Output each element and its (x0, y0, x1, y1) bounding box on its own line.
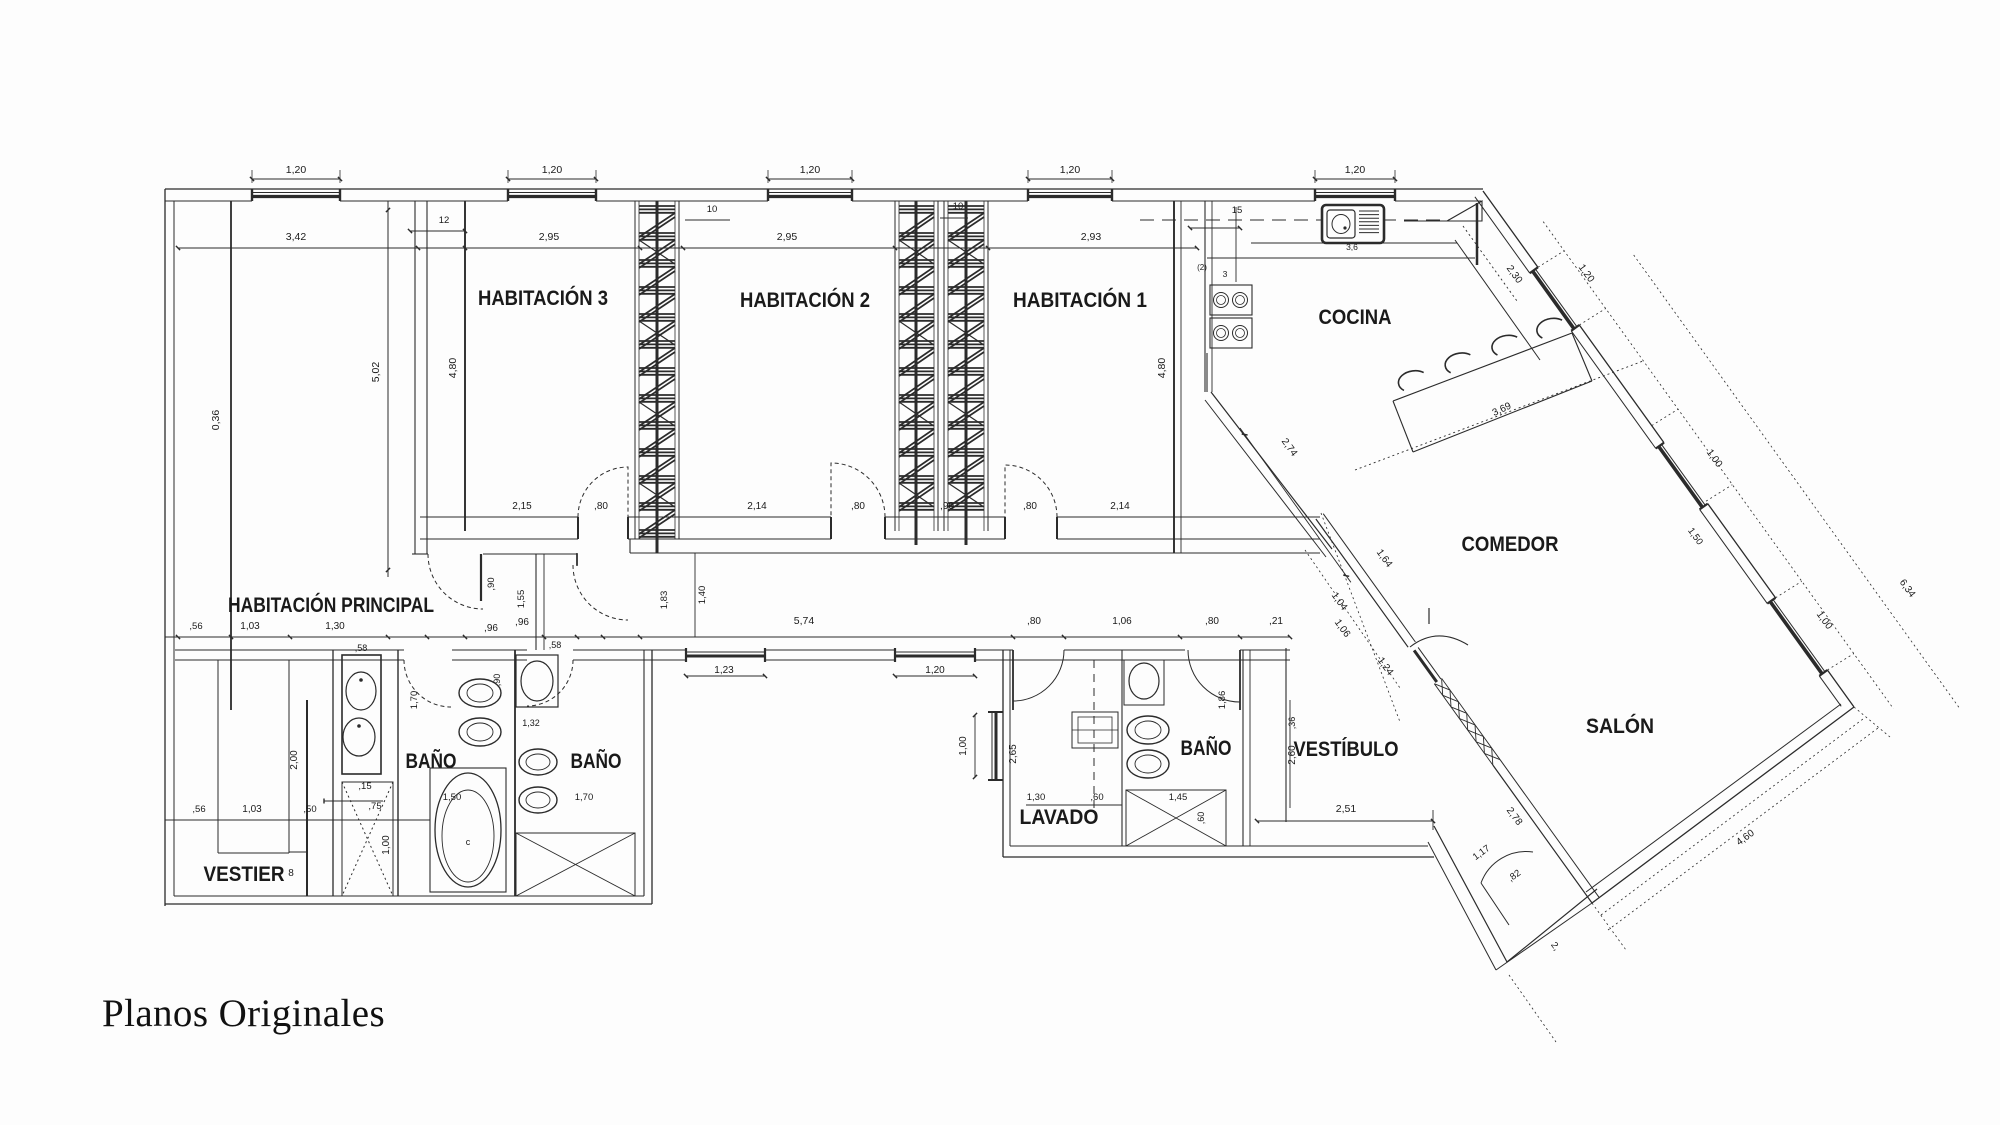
svg-text:HABITACIÓN 2: HABITACIÓN 2 (740, 288, 870, 312)
svg-text:8: 8 (288, 868, 294, 879)
svg-text:HABITACIÓN 1: HABITACIÓN 1 (1013, 288, 1147, 312)
svg-text:BAÑO: BAÑO (571, 750, 622, 773)
svg-text:1,20: 1,20 (286, 164, 307, 176)
svg-text:1,20: 1,20 (925, 665, 945, 676)
svg-text:2,51: 2,51 (1336, 803, 1357, 815)
svg-text:2,14: 2,14 (1110, 501, 1130, 512)
svg-text:COMEDOR: COMEDOR (1462, 533, 1559, 556)
svg-text:,21: ,21 (1269, 616, 1283, 627)
svg-text:4,80: 4,80 (1156, 358, 1168, 379)
svg-text:c: c (466, 837, 471, 847)
svg-text:,75: ,75 (368, 801, 381, 812)
svg-text:2,95: 2,95 (777, 231, 798, 243)
svg-text:VESTÍBULO: VESTÍBULO (1294, 738, 1399, 761)
svg-text:12: 12 (439, 215, 450, 226)
svg-text:HABITACIÓN 3: HABITACIÓN 3 (478, 286, 608, 310)
svg-text:1,20: 1,20 (1345, 164, 1366, 176)
svg-text:3,42: 3,42 (286, 231, 307, 243)
svg-text:COCINA: COCINA (1319, 306, 1392, 329)
svg-text:1,20: 1,20 (800, 164, 821, 176)
svg-text:,58: ,58 (355, 643, 368, 653)
svg-text:10: 10 (707, 204, 718, 215)
svg-text:1,06: 1,06 (1112, 616, 1132, 627)
svg-text:1,55: 1,55 (516, 590, 527, 609)
svg-text:,36: ,36 (1287, 717, 1297, 730)
svg-text:SALÓN: SALÓN (1586, 714, 1654, 738)
svg-text:5,74: 5,74 (794, 615, 815, 627)
svg-text:LAVADO: LAVADO (1020, 806, 1099, 829)
svg-text:,56: ,56 (192, 804, 205, 815)
svg-text:1,83: 1,83 (659, 591, 670, 610)
svg-text:4,80: 4,80 (447, 358, 459, 379)
svg-text:2,65: 2,65 (1008, 744, 1019, 764)
svg-text:2,14: 2,14 (747, 501, 767, 512)
svg-text:HABITACIÓN PRINCIPAL: HABITACIÓN PRINCIPAL (228, 593, 434, 617)
svg-text:,56: ,56 (189, 621, 202, 632)
svg-text:1,45: 1,45 (1169, 792, 1188, 803)
svg-text:2,60: 2,60 (1287, 745, 1298, 765)
svg-text:1,00: 1,00 (381, 835, 392, 855)
svg-text:1,70: 1,70 (409, 691, 420, 710)
svg-text:,58: ,58 (549, 640, 562, 650)
svg-text:2,93: 2,93 (1081, 231, 1102, 243)
svg-text:,96: ,96 (515, 617, 529, 628)
svg-text:1,20: 1,20 (1060, 164, 1081, 176)
svg-text:15: 15 (1232, 205, 1243, 216)
svg-text:BAÑO: BAÑO (1181, 737, 1232, 760)
svg-text:1,03: 1,03 (242, 804, 262, 815)
svg-text:0,36: 0,36 (210, 410, 222, 431)
svg-text:5,02: 5,02 (370, 362, 382, 383)
svg-text:,80: ,80 (1205, 616, 1219, 627)
svg-text:,80: ,80 (851, 501, 865, 512)
svg-text:,80: ,80 (594, 501, 608, 512)
svg-text:1,20: 1,20 (542, 164, 563, 176)
svg-text:3: 3 (1223, 269, 1228, 279)
svg-text:BAÑO: BAÑO (406, 750, 457, 773)
svg-text:1,30: 1,30 (325, 621, 345, 632)
svg-text:1,23: 1,23 (714, 665, 734, 676)
svg-text:1,00: 1,00 (958, 736, 969, 756)
svg-text:2,95: 2,95 (539, 231, 560, 243)
svg-text:1,50: 1,50 (443, 792, 462, 803)
svg-text:1,03: 1,03 (240, 621, 260, 632)
svg-text:(2): (2) (1197, 263, 1207, 272)
svg-text:2,00: 2,00 (289, 750, 300, 770)
svg-text:,80: ,80 (1023, 501, 1037, 512)
svg-text:,96: ,96 (484, 623, 498, 634)
svg-text:,50: ,50 (303, 804, 316, 815)
svg-text:1,86: 1,86 (1217, 691, 1228, 710)
svg-text:1,32: 1,32 (522, 718, 540, 728)
svg-text:,80: ,80 (1027, 616, 1041, 627)
svg-text:1,40: 1,40 (697, 586, 708, 605)
svg-text:1,70: 1,70 (575, 792, 594, 803)
svg-text:Planos Originales: Planos Originales (102, 992, 385, 1035)
svg-text:,90: ,90 (486, 577, 497, 590)
svg-text:3,6: 3,6 (1346, 242, 1358, 252)
svg-text:,90: ,90 (492, 674, 502, 687)
svg-text:,60: ,60 (1090, 792, 1103, 803)
svg-text:2,15: 2,15 (512, 501, 532, 512)
svg-text:,15: ,15 (358, 781, 371, 792)
svg-text:1,30: 1,30 (1027, 792, 1046, 803)
svg-text:,60: ,60 (1196, 812, 1206, 825)
svg-text:,90: ,90 (940, 501, 954, 512)
svg-text:VESTIER: VESTIER (204, 863, 285, 886)
